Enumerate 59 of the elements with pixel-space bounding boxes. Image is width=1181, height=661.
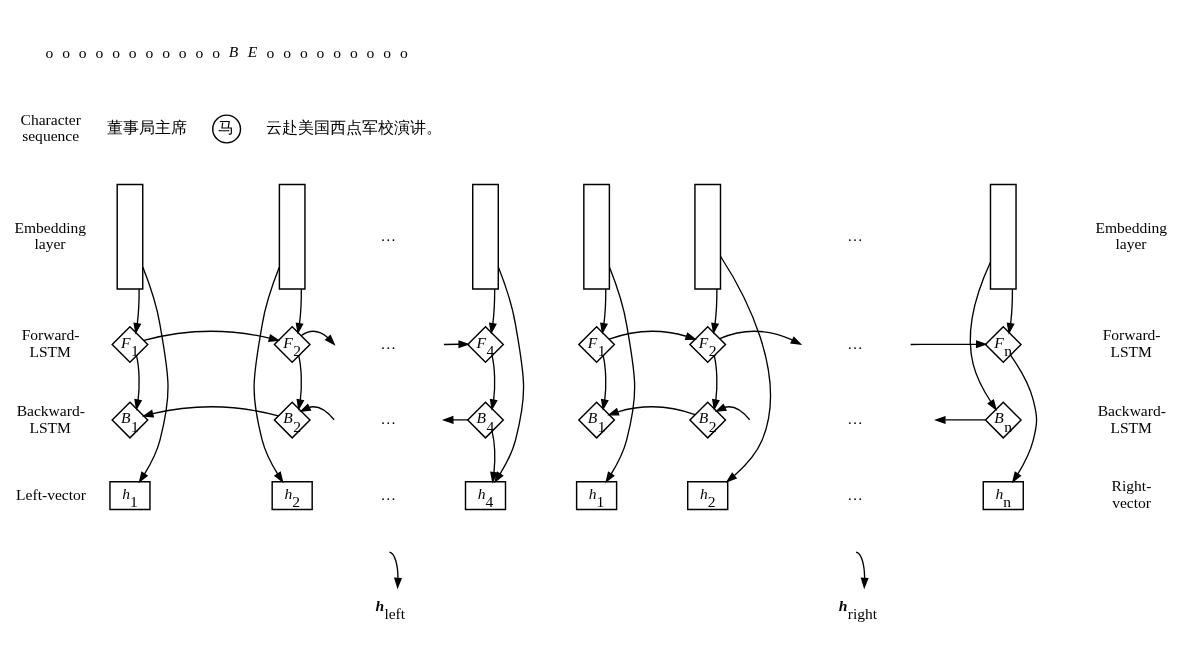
arrow [143,330,281,342]
arrow [441,415,469,424]
label: Left-vector [16,485,86,503]
arrow [934,415,987,424]
label: … [847,485,863,503]
arrow [969,261,997,411]
label: 云赴美国西点军校演讲。 [266,119,443,137]
label: … [380,334,397,352]
label: … [380,410,397,428]
node-box [278,183,306,290]
arrow [489,355,498,411]
arrow [600,288,609,335]
arrow [253,266,284,484]
label: Embedding layer [14,218,87,253]
arrow [299,403,335,421]
node-box [989,183,1017,290]
arrow [141,406,279,418]
arrow [1006,288,1015,335]
arrow [855,551,869,590]
arrow [711,288,720,335]
label: Backward- LSTM [1097,401,1166,436]
arrow [133,288,142,335]
arrow [714,403,751,421]
arrow [607,406,696,416]
node-box [694,183,722,290]
label: Embedding layer [1095,218,1168,253]
node-circle: 马 [212,114,242,144]
arrow [296,355,305,411]
arrow [600,355,609,411]
arrow [719,330,803,346]
arrow [295,322,336,346]
label: o o o o o o o o o o o B E o o o o o o o o o [45,43,408,62]
arrow [388,551,403,590]
label: Backward- LSTM [16,401,85,436]
arrow [134,355,143,411]
arrow [605,266,636,484]
label: Forward- LSTM [1102,326,1161,360]
arrow [608,330,697,340]
node-box [116,183,144,290]
arrow [490,430,499,484]
label: … [847,226,863,244]
node-box [583,183,611,290]
label: … [380,226,397,244]
arrow [138,266,169,484]
arrow [494,266,525,484]
label: 董事局主席 [106,119,187,137]
arrow [1010,354,1038,484]
arrow [295,288,304,335]
arrow [719,255,771,483]
label: Right- vector [1111,477,1152,512]
label: Forward- LSTM [21,326,80,360]
arrow [910,340,988,349]
arrow [488,288,497,335]
label: … [847,334,863,352]
label: … [380,485,397,503]
label: … [847,410,863,428]
node-box [472,183,499,290]
arrow [711,355,720,411]
label: Character sequence [20,110,81,145]
